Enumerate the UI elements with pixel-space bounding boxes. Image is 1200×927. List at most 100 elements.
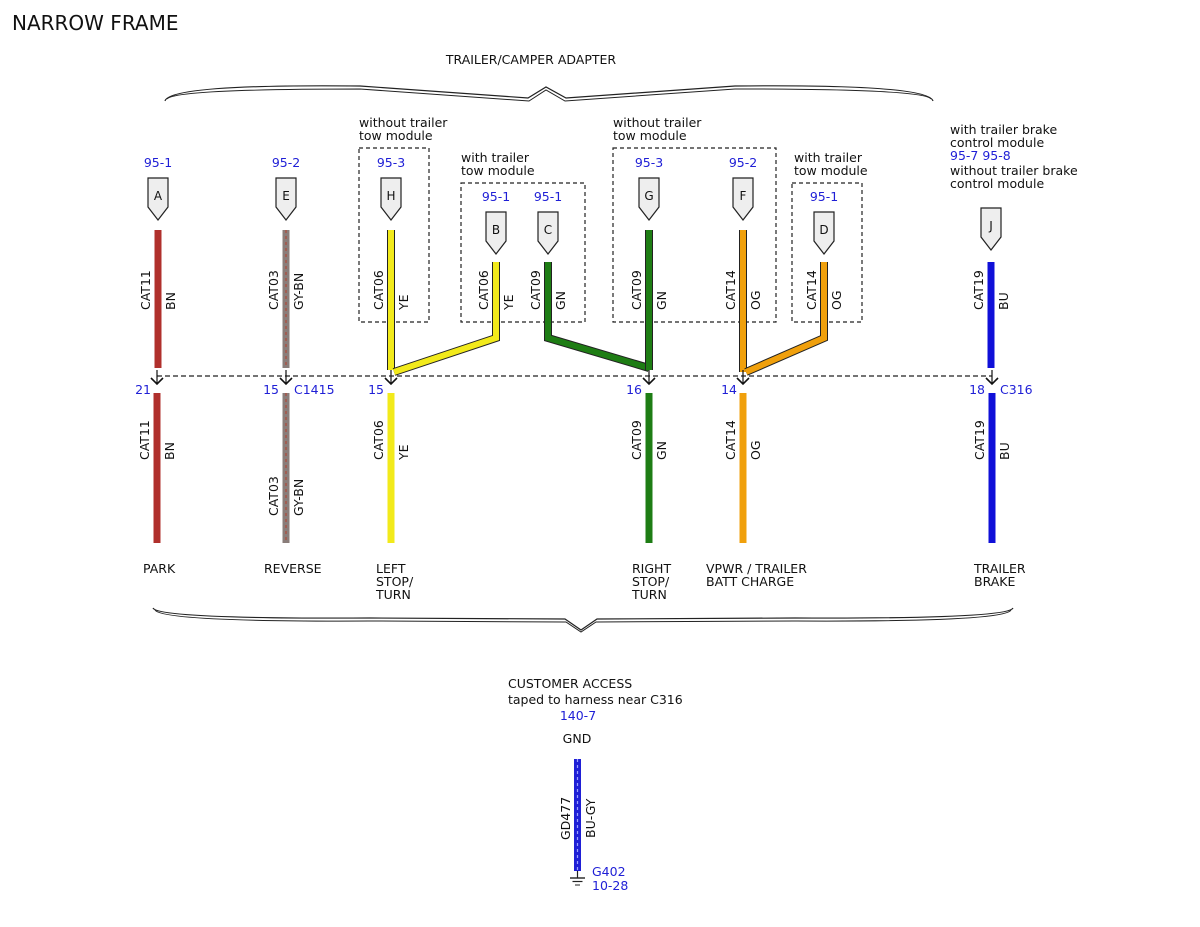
function-label: RIGHT xyxy=(632,561,671,576)
color-label: BN xyxy=(162,442,177,460)
color-label: BU xyxy=(996,292,1011,310)
group-label: tow module xyxy=(461,163,535,178)
pin-letter: D xyxy=(819,223,828,237)
function-label: TRAILER xyxy=(973,561,1026,576)
circuit-label: CAT14 xyxy=(804,270,819,310)
wire-cat14 xyxy=(739,393,747,543)
pin-h xyxy=(380,177,402,221)
ground-ref: 10-28 xyxy=(592,878,628,893)
pin-number: 16 xyxy=(626,382,642,397)
group-label: without trailer xyxy=(613,115,702,130)
pin-a xyxy=(147,177,169,221)
wire-cat14 xyxy=(744,262,827,375)
ground-name: G402 xyxy=(592,864,626,879)
color-label: YE xyxy=(396,294,411,311)
pin-number: 18 xyxy=(969,382,985,397)
color-label: GN xyxy=(654,441,669,460)
color-label: YE xyxy=(396,444,411,461)
ground-circuit: GD477 xyxy=(558,797,573,840)
group-label: tow module xyxy=(613,128,687,143)
upper-wires xyxy=(154,230,995,376)
connector-name-c316: C316 xyxy=(1000,382,1033,397)
circuit-label: CAT19 xyxy=(971,270,986,310)
group-box-with-tow-left xyxy=(460,182,586,323)
brake-label: with trailer brake xyxy=(950,122,1057,137)
wire-cat06 xyxy=(387,393,395,543)
circuit-label: CAT11 xyxy=(138,270,153,310)
pin-ref: 95-1 xyxy=(144,155,172,170)
circuit-label: CAT14 xyxy=(723,420,738,460)
ground-color: BU-GY xyxy=(583,798,598,838)
circuit-label: CAT09 xyxy=(629,270,644,310)
color-label: GN xyxy=(553,291,568,310)
circuit-label: CAT06 xyxy=(371,270,386,310)
circuit-label: CAT03 xyxy=(266,270,281,310)
group-label: tow module xyxy=(794,163,868,178)
function-label: BRAKE xyxy=(974,574,1016,589)
function-label: STOP/ xyxy=(376,574,414,589)
pin-ref: 95-1 xyxy=(482,189,510,204)
group-label: tow module xyxy=(359,128,433,143)
color-label: OG xyxy=(829,290,844,310)
color-label: OG xyxy=(748,290,763,310)
color-label: GY-BN xyxy=(291,479,306,516)
pin-j xyxy=(980,207,1002,251)
color-label: GY-BN xyxy=(291,273,306,310)
pin-ref: 95-3 xyxy=(377,155,405,170)
pin-letter: J xyxy=(988,219,993,233)
wire-cat09 xyxy=(545,262,650,371)
color-label: YE xyxy=(501,294,516,311)
pin-letter: C xyxy=(544,223,552,237)
pin-number: 15 xyxy=(368,382,384,397)
color-label: GN xyxy=(654,291,669,310)
function-label: PARK xyxy=(143,561,176,576)
brake-label: control module xyxy=(950,135,1044,150)
wire-cat09 xyxy=(645,393,653,543)
brake-label: control module xyxy=(950,176,1044,191)
pin-e xyxy=(275,177,297,221)
pin-letter: G xyxy=(644,189,653,203)
group-label: with trailer xyxy=(794,150,863,165)
pin-number: 15 xyxy=(263,382,279,397)
pin-letter: E xyxy=(282,189,290,203)
color-label: BN xyxy=(163,292,178,310)
circuit-label: CAT06 xyxy=(476,270,491,310)
pin-g xyxy=(638,177,660,221)
color-label: BU xyxy=(997,442,1012,460)
pin-c xyxy=(537,211,559,255)
circuit-label: CAT03 xyxy=(266,476,281,516)
pin-ref: 95-1 xyxy=(534,189,562,204)
adapter-label: TRAILER/CAMPER ADAPTER xyxy=(445,52,617,67)
pin-number: 14 xyxy=(721,382,737,397)
group-box-without-tow-left xyxy=(358,147,430,323)
pin-ref: 95-3 xyxy=(635,155,663,170)
pin-number: 21 xyxy=(135,382,151,397)
function-label: VPWR / TRAILER xyxy=(706,561,807,576)
function-label: LEFT xyxy=(376,561,406,576)
circuit-label: CAT09 xyxy=(528,270,543,310)
function-label: STOP/ xyxy=(632,574,670,589)
pin-letter: B xyxy=(492,223,500,237)
bottom-brace xyxy=(152,607,1014,631)
group-label: with trailer xyxy=(461,150,530,165)
color-label: OG xyxy=(748,440,763,460)
ground-function: GND xyxy=(563,731,592,746)
function-label: TURN xyxy=(631,587,667,602)
function-label: TURN xyxy=(375,587,411,602)
page-title: NARROW FRAME xyxy=(12,11,178,35)
pin-f xyxy=(732,177,754,221)
circuit-label: CAT09 xyxy=(629,420,644,460)
customer-access-ref: 140-7 xyxy=(560,708,596,723)
group-label: without trailer xyxy=(359,115,448,130)
top-brace xyxy=(164,85,934,102)
pin-ref: 95-2 xyxy=(272,155,300,170)
circuit-label: CAT19 xyxy=(972,420,987,460)
pin-letter: A xyxy=(154,189,163,203)
circuit-label: CAT11 xyxy=(137,420,152,460)
wire-cat11 xyxy=(154,230,162,368)
circuit-label: CAT14 xyxy=(723,270,738,310)
wire-cat19 xyxy=(988,393,996,543)
pin-ref: 95-2 xyxy=(729,155,757,170)
